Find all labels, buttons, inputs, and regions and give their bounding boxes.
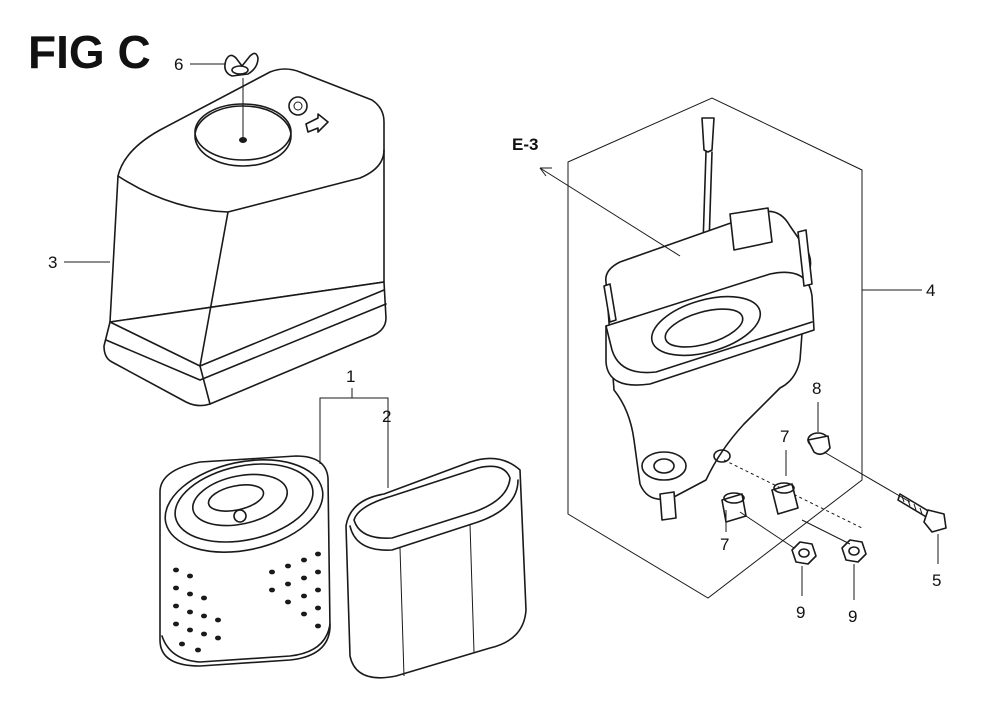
perforation-holes xyxy=(173,551,321,653)
callout-9-right: 9 xyxy=(848,607,857,626)
callout-6: 6 xyxy=(174,55,183,74)
callout-5: 5 xyxy=(932,571,941,590)
callout-4: 4 xyxy=(926,281,935,300)
callout-9-left: 9 xyxy=(796,603,805,622)
callout-7-upper: 7 xyxy=(780,427,789,446)
air-filter-element xyxy=(159,455,331,667)
air-cleaner-cover xyxy=(103,68,387,407)
grommet xyxy=(771,482,799,515)
figure-title: FIG C xyxy=(28,26,151,78)
callout-1: 1 xyxy=(346,367,355,386)
leader-lines xyxy=(64,63,939,600)
callout-3: 3 xyxy=(48,253,57,272)
reference-label: E-3 xyxy=(512,135,538,154)
nut xyxy=(841,539,867,563)
wing-nut xyxy=(224,52,259,138)
callout-8: 8 xyxy=(812,379,821,398)
nut xyxy=(791,541,817,565)
collar xyxy=(807,432,831,456)
callout-7-lower: 7 xyxy=(720,535,729,554)
foam-pre-filter xyxy=(345,457,527,679)
air-cleaner-case-group xyxy=(567,97,863,599)
callout-2: 2 xyxy=(382,407,391,426)
